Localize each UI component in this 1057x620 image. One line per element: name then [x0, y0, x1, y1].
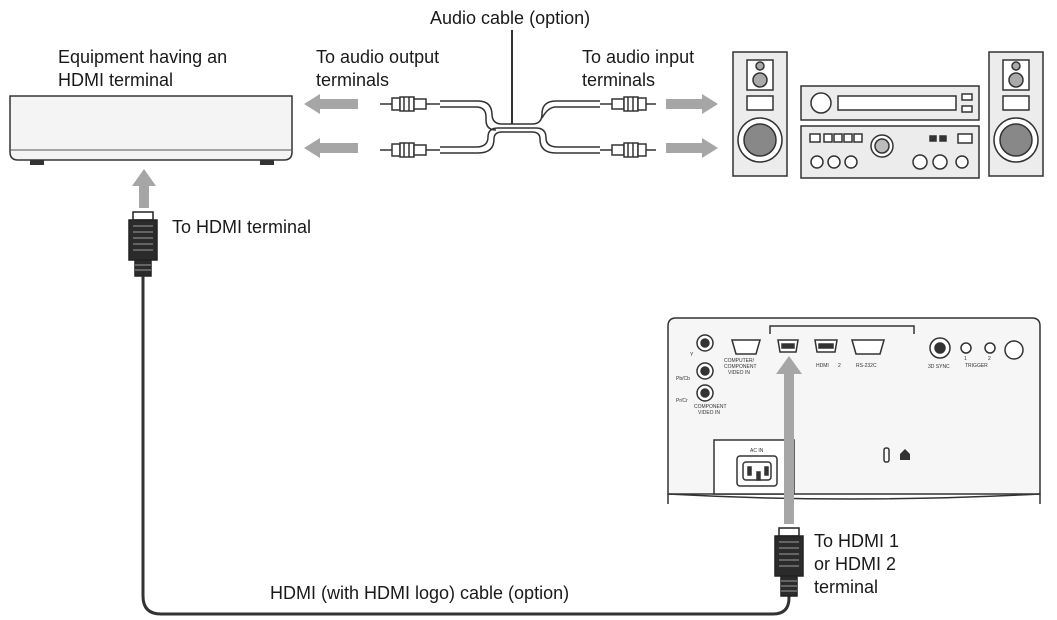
- label-trigger-2: 2: [988, 356, 991, 362]
- audio-output-label-line2: terminals: [316, 70, 389, 90]
- projector-rear: [667, 317, 1041, 504]
- hdmi-1-label-line1: To HDMI 1: [814, 531, 899, 551]
- label-rs232: RS-232C: [856, 363, 877, 369]
- rca-plug-left-upper: [380, 96, 440, 112]
- arrow-right-upper: [666, 94, 718, 114]
- equipment-label-line1: Equipment having an: [58, 47, 227, 67]
- arrow-left-lower: [304, 138, 358, 158]
- equipment-label-line2: HDMI terminal: [58, 70, 173, 90]
- rca-plug-right-upper: [600, 96, 656, 112]
- label-pbcb: Pb/Cb: [676, 376, 690, 382]
- label-y: Y: [690, 352, 694, 358]
- label-component-2: VIDEO IN: [698, 410, 720, 416]
- rca-plug-right-lower: [600, 142, 656, 158]
- arrow-up-to-projector: [776, 356, 802, 524]
- label-hdmi-port2: 2: [838, 363, 841, 369]
- label-trigger: TRIGGER: [965, 363, 988, 369]
- speaker-right: [988, 51, 1044, 177]
- label-3d-sync: 3D SYNC: [928, 364, 950, 370]
- audio-output-arrows: [304, 94, 358, 158]
- rca-plug-left-lower: [380, 142, 440, 158]
- tuner-unit: [800, 85, 980, 121]
- arrow-up-to-source: [132, 169, 156, 208]
- label-computer-2: COMPONENT: [724, 364, 757, 370]
- amplifier-unit: [800, 125, 980, 179]
- label-trigger-1: 1: [964, 356, 967, 362]
- hdmi-source-equipment: [9, 95, 293, 165]
- audio-input-arrows: [666, 94, 718, 158]
- label-computer-3: VIDEO IN: [728, 370, 750, 376]
- audio-input-label-line1: To audio input: [582, 47, 694, 67]
- hdmi-1-label-line3: terminal: [814, 577, 878, 597]
- audio-cable: [380, 30, 656, 158]
- arrow-left-upper: [304, 94, 358, 114]
- to-hdmi-terminal-label: To HDMI terminal: [172, 217, 311, 237]
- audio-cable-label: Audio cable (option): [430, 8, 590, 28]
- projector-panel-labels: Y Pb/Cb Pr/Cr COMPONENT VIDEO IN COMPUTE…: [676, 352, 991, 454]
- label-computer-1: COMPUTER/: [724, 358, 755, 364]
- arrow-right-lower: [666, 138, 718, 158]
- audio-input-label-line2: terminals: [582, 70, 655, 90]
- hdmi-plug-source: [128, 211, 158, 277]
- label-prcr: Pr/Cr: [676, 398, 688, 404]
- label-component-1: COMPONENT: [694, 404, 727, 410]
- hdmi-cable-label: HDMI (with HDMI logo) cable (option): [270, 583, 569, 603]
- hdmi-plug-projector: [774, 527, 804, 597]
- label-ac-in: AC IN: [750, 448, 764, 454]
- label-hdmi: HDMI: [816, 363, 829, 369]
- hdmi-1-label-line2: or HDMI 2: [814, 554, 896, 574]
- stereo-system: [732, 51, 1044, 179]
- speaker-left: [732, 51, 788, 177]
- hdmi-cable: [141, 276, 791, 616]
- audio-output-label-line1: To audio output: [316, 47, 439, 67]
